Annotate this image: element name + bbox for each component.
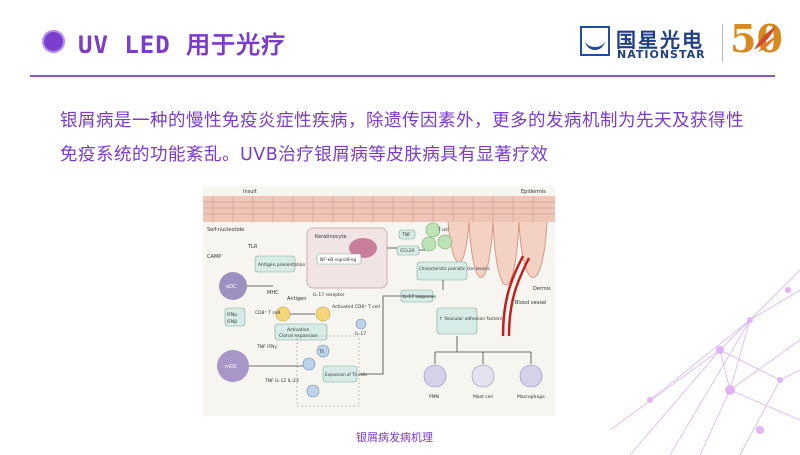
t-cell-1 (425, 222, 441, 238)
label-vascular: ↑ Vascular adhesion factors (439, 316, 503, 322)
macrophage-cell (519, 364, 543, 388)
label-keratinocyte: Keratinocyte (315, 234, 347, 240)
slide-paragraph: 银屑病是一种的慢性免疫炎症性疾病，除遗传因素外，更多的发病机制为先天及获得性免疫… (60, 111, 744, 165)
logo-chinese-name: 国星光电 (616, 28, 704, 52)
slide-header: UV LED 用于光疗 国星光电 NATIONSTAR 50 (0, 0, 800, 80)
label-activation: Activation (287, 327, 310, 333)
label-camp: CAMP (207, 254, 221, 260)
vascular-box (436, 307, 478, 335)
label-mhc: MHC (267, 290, 279, 296)
label-tnf: TNF (401, 232, 411, 238)
th-cell-2 (302, 357, 316, 371)
label-il17: IL-17 (355, 331, 366, 337)
label-self-nucleotide: Self-nucleotide (207, 227, 244, 233)
ccl20-box (396, 245, 420, 256)
nfkb-box (316, 253, 362, 265)
epidermis-band (203, 196, 555, 222)
label-pmn: PMN (429, 394, 439, 400)
th-cell-1 (316, 344, 330, 358)
label-activated-cd8: Activated CD8⁺ T cell (332, 304, 380, 310)
mast-cell (471, 364, 495, 388)
activated-cd8-cell (315, 306, 331, 322)
slide-title: UV LED 用于光疗 (78, 31, 287, 59)
label-expansion-th: Expansion of Th cells (325, 372, 367, 377)
decorative-network-graphic (610, 269, 800, 455)
rete-ridges (447, 221, 548, 286)
ifn-box (224, 307, 246, 327)
label-il17-response: IL-17 response (403, 294, 436, 300)
pathway-arrows (247, 247, 532, 375)
pmn-cell (423, 364, 447, 388)
nationstar-logo: 国星光电 NATIONSTAR 50 (580, 20, 783, 66)
label-mdc: mDC (225, 364, 238, 370)
psoriasis-pathogenesis-diagram: Insult Epidermis Dermis Blood vessel Sel… (203, 186, 555, 416)
th-expansion-region (296, 335, 360, 407)
label-antigen: Antigen (287, 296, 306, 302)
nationstar-mark-icon (580, 26, 610, 56)
th-expansion-box (322, 365, 358, 383)
label-th: Th (318, 349, 324, 354)
label-ifng: IFNβ (227, 319, 237, 325)
logo-divider (722, 24, 723, 62)
label-mast-cell: Mast cell (473, 394, 493, 400)
phoenix-icon (754, 26, 777, 52)
title-bullet-icon (42, 30, 65, 53)
keratinocyte-nucleus (349, 238, 377, 258)
pdc-cell (219, 272, 247, 300)
t-cell-2 (437, 234, 453, 250)
t-cell-3 (421, 236, 437, 252)
label-insult: Insult (243, 189, 257, 195)
label-ccl20: CCL20 (400, 248, 415, 254)
logo-english-name: NATIONSTAR (617, 48, 706, 61)
il17-molecule (355, 318, 367, 330)
antigen-presentation-box (254, 255, 296, 273)
header-divider (30, 75, 775, 77)
diagram-caption: 银屑病发病机理 (356, 431, 433, 444)
tnf-box (398, 229, 416, 240)
th-cell-3 (306, 384, 320, 398)
label-dermis: Dermis (533, 286, 551, 292)
label-nfkb: NF-κB signalling (320, 257, 356, 263)
label-pdc: pDC (226, 284, 237, 290)
label-ifna: IFNα (227, 312, 237, 318)
blood-vessel-shape (501, 255, 531, 337)
mdc-cell (217, 350, 249, 382)
label-cd8-t-cell: CD8⁺ T cell (255, 310, 280, 316)
label-blood-vessel: Blood vessel (515, 300, 546, 306)
lesion-box (416, 261, 468, 281)
label-epidermis: Epidermis (521, 189, 546, 195)
label-tlr: TLR (247, 244, 258, 250)
label-macrophage: Macrophage (517, 394, 545, 400)
label-il17-receptor: IL-17 receptor (313, 292, 345, 298)
label-characteristic: Characteristic psoriatic skin lesions (419, 266, 490, 271)
label-tnf-ifng: TNF IFNγ (256, 344, 277, 350)
label-tnf-il12-il23: TNF IL-12 IL-23 (264, 378, 299, 384)
label-antigen-presentation: Antigen presentation (258, 262, 305, 268)
label-t-cell: T cell (437, 227, 449, 232)
